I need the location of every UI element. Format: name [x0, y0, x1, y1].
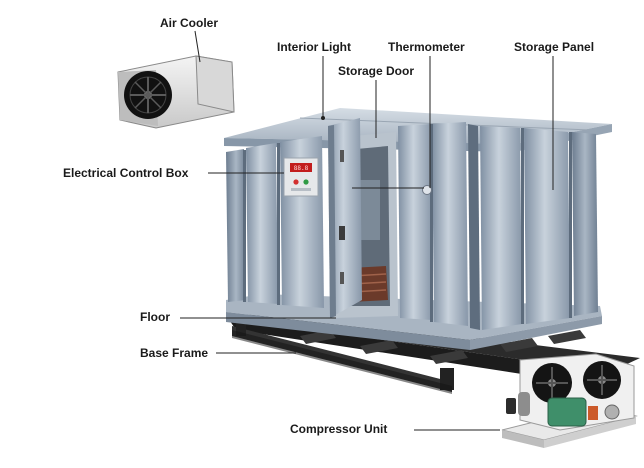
label-air-cooler: Air Cooler [160, 16, 219, 30]
label-base-frame: Base Frame [140, 346, 209, 360]
compressor-unit [501, 353, 638, 448]
label-floor: Floor [140, 310, 170, 324]
front-wall-right [398, 122, 468, 326]
storage-door [328, 118, 362, 318]
air-cooler [117, 55, 235, 129]
label-compressor-unit: Compressor Unit [290, 422, 388, 436]
interior-light-icon [321, 116, 325, 120]
label-storage-door: Storage Door [338, 64, 415, 78]
thermometer-icon [422, 185, 432, 195]
corner-post [468, 124, 480, 330]
control-box-display [290, 163, 312, 172]
electrical-control-box: 88.8 [283, 157, 319, 197]
label-storage-panel: Storage Panel [514, 40, 595, 54]
green-indicator-icon [303, 179, 309, 185]
compressor-icon [547, 397, 587, 427]
label-electrical-control-box: Electrical Control Box [63, 166, 189, 180]
leader-lines [180, 30, 554, 431]
leader-air-cooler [194, 30, 201, 63]
door-handle-icon [339, 226, 345, 240]
right-wall [480, 126, 598, 330]
control-box-display-value: 88.8 [294, 165, 309, 172]
red-indicator-icon [293, 179, 299, 185]
label-thermometer: Thermometer [388, 40, 465, 54]
label-interior-light: Interior Light [277, 40, 351, 54]
